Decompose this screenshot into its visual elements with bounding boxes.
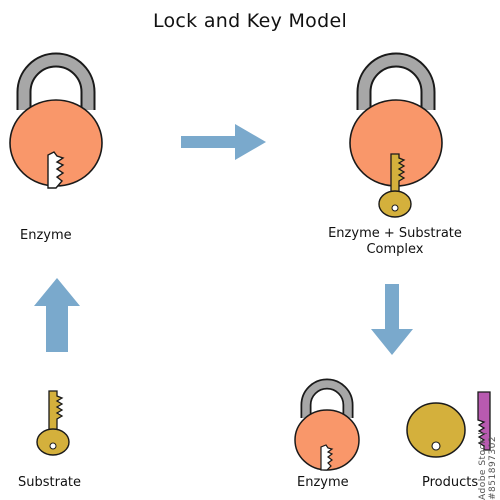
product-key-head-icon (406, 402, 466, 458)
products-label: Products (422, 475, 479, 490)
complex-label-line2: Complex (366, 242, 424, 257)
diagram-title: Lock and Key Model (152, 10, 348, 32)
substrate-label: Substrate (18, 475, 82, 490)
complex-label-line1: Enzyme + Substrate (328, 226, 462, 241)
arrow-up-icon (34, 278, 80, 352)
product-key-blade-icon (477, 391, 491, 451)
substrate-key-icon (36, 390, 70, 456)
arrow-down-icon (371, 284, 413, 355)
enzyme-bottom-label: Enzyme (297, 475, 349, 490)
watermark: Adobe Stock | #851897302 (478, 431, 498, 500)
enzyme-lock-small-icon (294, 378, 360, 471)
enzyme-lock-icon (9, 52, 103, 189)
enzyme-label: Enzyme (20, 228, 72, 243)
arrow-right-icon (181, 124, 266, 160)
inserted-key-icon (378, 153, 412, 218)
